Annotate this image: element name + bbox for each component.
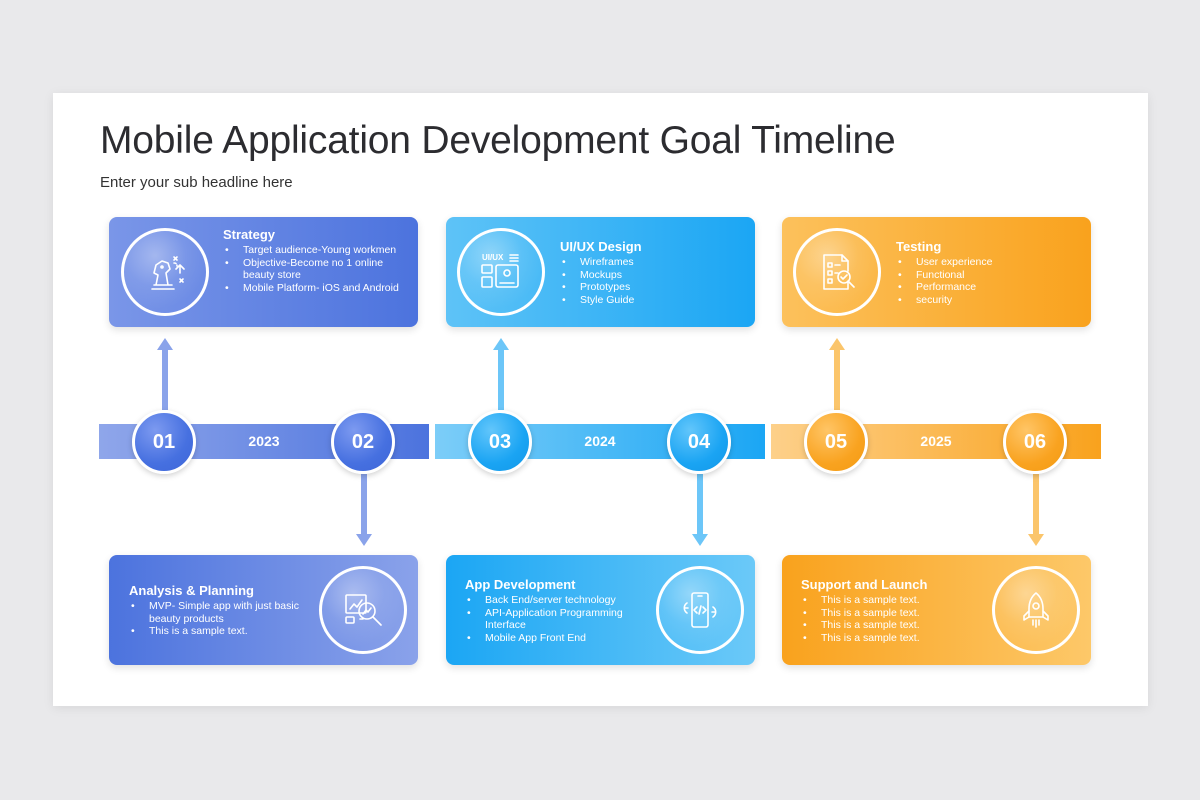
milestone-heading: Testing: [896, 239, 942, 254]
page-title: Mobile Application Development Goal Time…: [100, 119, 896, 162]
analysis-magnifier-icon: [319, 566, 407, 654]
milestone-number: 02: [331, 410, 395, 474]
milestone-number: 06: [1003, 410, 1067, 474]
milestone-heading: Support and Launch: [801, 577, 928, 592]
list-item: Objective-Become no 1 online beauty stor…: [223, 257, 408, 282]
milestone-list: Back End/server technology API-Applicati…: [465, 594, 660, 644]
milestone-card-strategy: Strategy Target audience-Young workmen O…: [109, 217, 418, 327]
list-item: Functional: [896, 269, 1081, 282]
milestone-heading: Strategy: [223, 227, 276, 242]
milestone-list: Wireframes Mockups Prototypes Style Guid…: [560, 256, 745, 306]
milestone-number: 05: [804, 410, 868, 474]
milestone-number: 03: [468, 410, 532, 474]
ui-ux-icon-label: UI/UX: [482, 253, 504, 262]
arrow-down-icon: [356, 474, 372, 546]
milestone-card-testing: Testing User experience Functional Perfo…: [782, 217, 1091, 327]
milestone-list: User experience Functional Performance s…: [896, 256, 1081, 306]
list-item: This is a sample text.: [129, 625, 319, 638]
arrow-up-icon: [829, 338, 845, 410]
arrow-up-icon: [493, 338, 509, 410]
mobile-code-gear-icon: [656, 566, 744, 654]
list-item: This is a sample text.: [801, 619, 996, 632]
milestone-heading: UI/UX Design: [560, 239, 642, 254]
list-item: This is a sample text.: [801, 607, 996, 620]
page-subtitle: Enter your sub headline here: [100, 174, 293, 191]
list-item: Style Guide: [560, 294, 745, 307]
list-item: This is a sample text.: [801, 632, 996, 645]
arrow-down-icon: [692, 474, 708, 546]
list-item: User experience: [896, 256, 1081, 269]
list-item: Wireframes: [560, 256, 745, 269]
list-item: Back End/server technology: [465, 594, 660, 607]
year-label: 2023: [248, 433, 280, 449]
year-label: 2025: [920, 433, 952, 449]
milestone-card-support-launch: Support and Launch This is a sample text…: [782, 555, 1091, 665]
milestone-list: MVP- Simple app with just basic beauty p…: [129, 600, 319, 638]
milestone-list: Target audience-Young workmen Objective-…: [223, 244, 408, 294]
list-item: Prototypes: [560, 281, 745, 294]
list-item: Mobile App Front End: [465, 632, 660, 645]
rocket-launch-icon: [992, 566, 1080, 654]
list-item: Mobile Platform- iOS and Android: [223, 282, 408, 295]
arrow-down-icon: [1028, 474, 1044, 546]
list-item: API-Application Programming Interface: [465, 607, 660, 632]
milestone-number: 01: [132, 410, 196, 474]
milestone-list: This is a sample text. This is a sample …: [801, 594, 996, 644]
milestone-card-app-development: App Development Back End/server technolo…: [446, 555, 755, 665]
list-item: Performance: [896, 281, 1081, 294]
milestone-card-ui-ux-design: UI/UX UI/UX Design Wireframes Mockups Pr…: [446, 217, 755, 327]
list-item: This is a sample text.: [801, 594, 996, 607]
arrow-up-icon: [157, 338, 173, 410]
list-item: Target audience-Young workmen: [223, 244, 408, 257]
milestone-heading: App Development: [465, 577, 576, 592]
chess-knight-strategy-icon: [121, 228, 209, 316]
milestone-number: 04: [667, 410, 731, 474]
ui-ux-layout-icon: UI/UX: [457, 228, 545, 316]
milestone-card-analysis-planning: Analysis & Planning MVP- Simple app with…: [109, 555, 418, 665]
milestone-heading: Analysis & Planning: [129, 583, 254, 598]
list-item: MVP- Simple app with just basic beauty p…: [129, 600, 319, 625]
year-label: 2024: [584, 433, 616, 449]
list-item: security: [896, 294, 1081, 307]
document-check-magnifier-icon: [793, 228, 881, 316]
list-item: Mockups: [560, 269, 745, 282]
